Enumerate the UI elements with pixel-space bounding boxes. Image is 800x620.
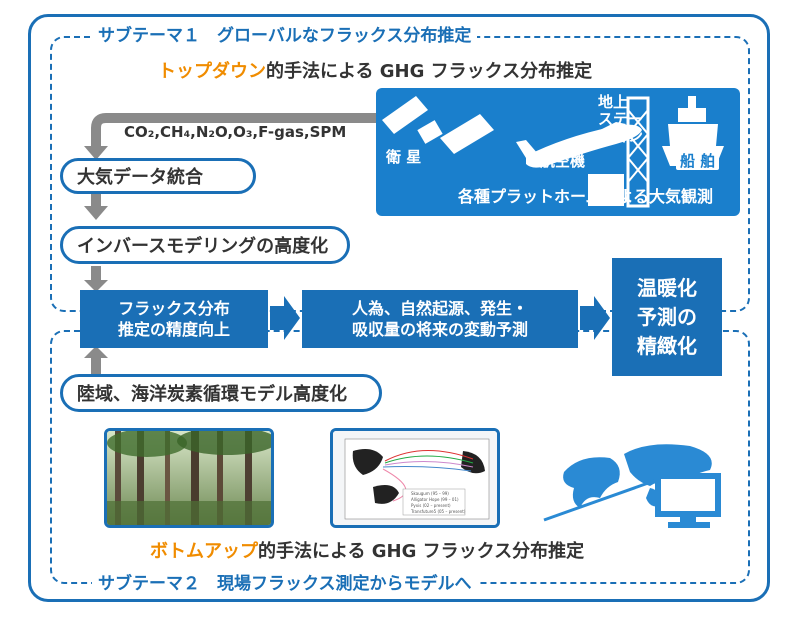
arrow-3-shaft <box>91 266 101 282</box>
aircraft-label: 航空機 <box>540 152 586 170</box>
computer-icon <box>543 473 721 528</box>
emission-line2: 吸収量の将来の変動予測 <box>351 320 528 339</box>
world-model-graphic <box>543 444 721 528</box>
arrow-2-shaft <box>91 190 101 208</box>
topdown-accent: トップダウン <box>158 61 266 82</box>
subtheme2-title: サブテーマ２ 現場フラックス測定からモデルへ <box>92 573 478 595</box>
forest-image <box>107 431 271 525</box>
carbon-cycle-box: 陸域、海洋炭素循環モデル高度化 <box>60 374 382 412</box>
bottomup-heading: ボトムアップ的手法による GHG フラックス分布推定 <box>150 540 584 564</box>
arrowhead-2 <box>84 206 108 220</box>
map-legend: Skaugum (95 – 99) Alligator Hope (99 – 0… <box>411 491 465 515</box>
forest-photo <box>104 428 274 528</box>
outer-frame <box>28 14 770 602</box>
flux-estimate-box: フラックス分布 推定の精度向上 <box>80 290 268 348</box>
warming-prediction-box: 温暖化 予測の 精緻化 <box>612 258 722 376</box>
ship-routes-map: Skaugum (95 – 99) Alligator Hope (99 – 0… <box>330 428 500 528</box>
topdown-rest: 的手法による GHG フラックス分布推定 <box>266 61 593 82</box>
species-label: CO₂,CH₄,N₂O,O₃,F-gas,SPM <box>124 123 347 141</box>
bottomup-rest: 的手法による GHG フラックス分布推定 <box>258 541 585 562</box>
arrowhead-3 <box>84 280 108 292</box>
emission-line1: 人為、自然起源、発生・ <box>351 299 528 318</box>
inverse-model-box: インバースモデリングの高度化 <box>60 226 350 264</box>
bottomup-accent: ボトムアップ <box>150 541 258 562</box>
warming-line1: 温暖化 <box>637 275 697 300</box>
legend-item-2: Alligator Hope (99 – 01) <box>411 497 459 502</box>
flux-line1: フラックス分布 <box>118 299 230 318</box>
ground-station-line3: ション <box>598 127 644 145</box>
arrowhead-1 <box>84 146 108 160</box>
satellite-icon <box>382 96 494 154</box>
aircraft-icon <box>516 122 642 168</box>
ground-station-line2: ステー <box>598 110 644 128</box>
platform-panel: 衛 星 航空機 地上 ステー ション 船 舶 各種プラットホームによる大気観測 <box>376 88 740 216</box>
platform-caption: 各種プラットホームによる大気観測 <box>458 187 714 206</box>
warming-line3: 精緻化 <box>637 333 697 358</box>
satellite-label: 衛 星 <box>386 148 422 166</box>
ship-routes-image <box>333 431 497 525</box>
ship-label: 船 舶 <box>676 152 720 170</box>
warming-line2: 予測の <box>637 304 697 329</box>
ground-station-icon <box>588 96 650 208</box>
ground-station-label: 地上 ステー ション <box>598 94 643 145</box>
arrowhead-4 <box>84 346 108 358</box>
flux-line2: 推定の精度向上 <box>117 320 230 339</box>
legend-item-3: Pyxis (02 – present) <box>411 503 451 508</box>
topdown-heading: トップダウン的手法による GHG フラックス分布推定 <box>158 60 592 84</box>
ground-station-line1: 地上 <box>598 93 629 111</box>
blue-arrow-2 <box>580 296 610 340</box>
legend-item-4: Transfuture5 (05 – present) <box>411 509 466 514</box>
emission-forecast-box: 人為、自然起源、発生・ 吸収量の将来の変動予測 <box>302 290 578 348</box>
subtheme1-title: サブテーマ１ グローバルなフラックス分布推定 <box>92 25 478 47</box>
legend-item-1: Skaugum (95 – 99) <box>411 491 449 496</box>
arrow-4-shaft <box>91 356 101 374</box>
platform-to-data-arrow <box>91 113 376 148</box>
blue-arrow-1 <box>270 296 300 340</box>
atmos-data-box: 大気データ統合 <box>60 158 256 194</box>
